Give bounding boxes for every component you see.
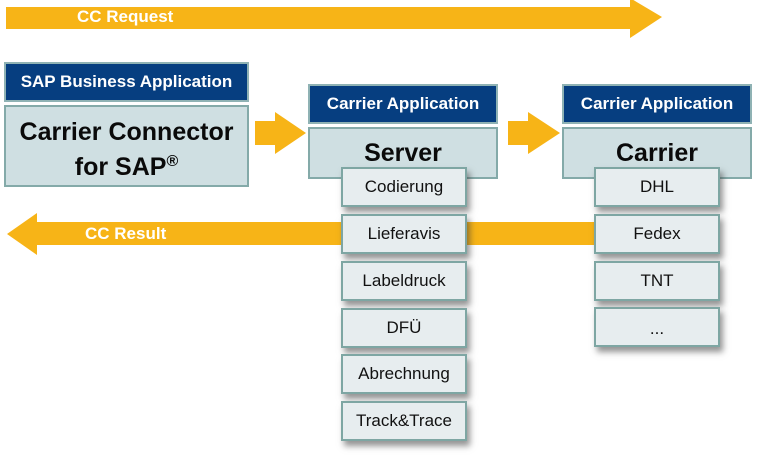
- server-module-lieferavis: Lieferavis: [341, 214, 467, 254]
- carrier-connector-title-text: for SAP: [74, 153, 167, 181]
- connector-arrow-server-to-carrier: [508, 112, 560, 154]
- server-title: Server: [364, 139, 442, 167]
- registered-mark: ®: [166, 153, 179, 170]
- server-module-codierung: Codierung: [341, 167, 467, 207]
- carrier-connector-title-line2: for SAP®: [6, 147, 247, 182]
- carrier-item-tnt: TNT: [594, 261, 720, 301]
- server-carrier-application-header: Carrier Application: [308, 84, 498, 124]
- carrier-item-fedex: Fedex: [594, 214, 720, 254]
- server-box: Server: [308, 127, 498, 179]
- sap-business-application-header: SAP Business Application: [4, 62, 249, 102]
- server-module-track-trace: Track&Trace: [341, 401, 467, 441]
- server-module-labeldruck: Labeldruck: [341, 261, 467, 301]
- carrier-connector-box: Carrier Connector for SAP®: [4, 105, 249, 187]
- carrier-title: Carrier: [616, 139, 698, 167]
- carrier-carrier-application-header: Carrier Application: [562, 84, 752, 124]
- server-module-dfue: DFÜ: [341, 308, 467, 348]
- cc-result-label: CC Result: [85, 224, 167, 243]
- cc-request-label: CC Request: [77, 7, 174, 26]
- server-module-abrechnung: Abrechnung: [341, 354, 467, 394]
- carrier-connector-title-line1: Carrier Connector: [19, 118, 234, 146]
- carrier-item-more: ...: [594, 307, 720, 347]
- cc-request-arrow: [6, 0, 662, 38]
- carrier-item-dhl: DHL: [594, 167, 720, 207]
- connector-arrow-sap-to-server: [255, 112, 306, 154]
